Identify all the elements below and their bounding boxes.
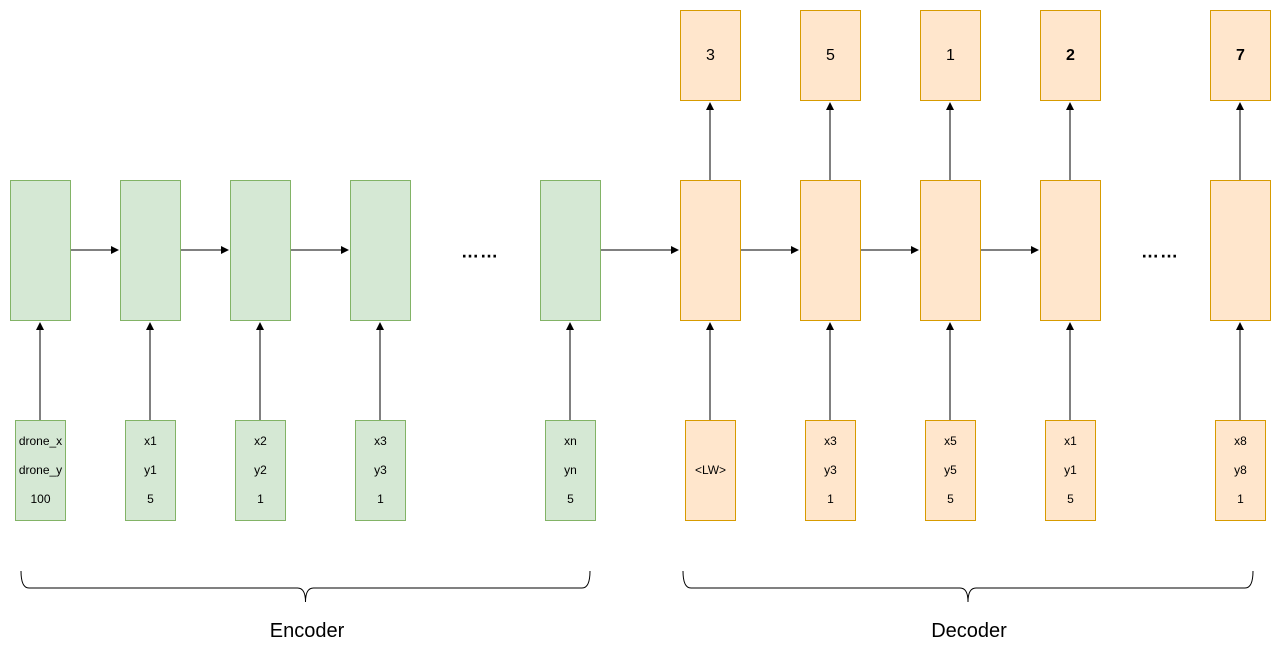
decoder-input-1-line-1: <LW> xyxy=(694,463,727,477)
decoder-input-1: <LW> xyxy=(685,420,736,521)
decoder-input-n-line-1: x8 xyxy=(1234,434,1247,448)
encoder-input-4-line-1: x3 xyxy=(374,434,387,448)
decoder-output-n: 7 xyxy=(1210,10,1271,101)
decoder-input-4: x1 y1 5 xyxy=(1045,420,1096,521)
decoder-output-3: 1 xyxy=(920,10,981,101)
encoder-cell-3 xyxy=(230,180,291,321)
encoder-brace xyxy=(20,570,591,603)
encoder-cell-4 xyxy=(350,180,411,321)
encoder-label: Encoder xyxy=(269,620,345,642)
decoder-input-4-line-2: y1 xyxy=(1064,463,1077,477)
decoder-input-3-line-1: x5 xyxy=(944,434,957,448)
decoder-input-3: x5 y5 5 xyxy=(925,420,976,521)
decoder-output-3-value: 1 xyxy=(946,46,955,64)
encoder-input-1-line-2: drone_y xyxy=(18,463,63,477)
encoder-input-1: drone_x drone_y 100 xyxy=(15,420,66,521)
encoder-input-2-line-1: x1 xyxy=(144,434,157,448)
decoder-output-n-value: 7 xyxy=(1236,46,1245,64)
decoder-input-2: x3 y3 1 xyxy=(805,420,856,521)
decoder-cell-1 xyxy=(680,180,741,321)
encoder-input-n-line-3: 5 xyxy=(567,492,574,506)
encoder-ellipsis: …… xyxy=(461,241,499,262)
decoder-output-4-value: 2 xyxy=(1066,46,1075,64)
encoder-cell-n xyxy=(540,180,601,321)
decoder-cell-4 xyxy=(1040,180,1101,321)
encoder-input-3: x2 y2 1 xyxy=(235,420,286,521)
encoder-input-2: x1 y1 5 xyxy=(125,420,176,521)
encoder-input-4-line-3: 1 xyxy=(377,492,384,506)
encoder-input-1-line-1: drone_x xyxy=(18,434,63,448)
decoder-input-3-line-3: 5 xyxy=(947,492,954,506)
encoder-input-n-line-2: yn xyxy=(564,463,577,477)
decoder-cell-2 xyxy=(800,180,861,321)
decoder-input-2-line-3: 1 xyxy=(827,492,834,506)
decoder-input-4-line-3: 5 xyxy=(1067,492,1074,506)
encoder-input-n-line-1: xn xyxy=(564,434,577,448)
encoder-input-2-line-3: 5 xyxy=(147,492,154,506)
encoder-cell-1 xyxy=(10,180,71,321)
decoder-ellipsis: …… xyxy=(1141,241,1179,262)
encoder-input-2-line-2: y1 xyxy=(144,463,157,477)
encoder-input-n: xn yn 5 xyxy=(545,420,596,521)
decoder-output-1: 3 xyxy=(680,10,741,101)
encoder-input-3-line-3: 1 xyxy=(257,492,264,506)
decoder-input-n: x8 y8 1 xyxy=(1215,420,1266,521)
encoder-input-3-line-1: x2 xyxy=(254,434,267,448)
decoder-input-n-line-2: y8 xyxy=(1234,463,1247,477)
decoder-output-1-value: 3 xyxy=(706,46,715,64)
encoder-input-1-line-3: 100 xyxy=(30,492,51,506)
decoder-output-4: 2 xyxy=(1040,10,1101,101)
decoder-input-3-line-2: y5 xyxy=(944,463,957,477)
decoder-output-2-value: 5 xyxy=(826,46,835,64)
encoder-input-4: x3 y3 1 xyxy=(355,420,406,521)
decoder-input-4-line-1: x1 xyxy=(1064,434,1077,448)
decoder-cell-3 xyxy=(920,180,981,321)
encoder-input-3-line-2: y2 xyxy=(254,463,267,477)
encoder-cell-2 xyxy=(120,180,181,321)
decoder-output-2: 5 xyxy=(800,10,861,101)
decoder-cell-n xyxy=(1210,180,1271,321)
decoder-input-2-line-1: x3 xyxy=(824,434,837,448)
decoder-brace xyxy=(682,570,1254,603)
decoder-input-2-line-2: y3 xyxy=(824,463,837,477)
encoder-input-4-line-2: y3 xyxy=(374,463,387,477)
decoder-label: Decoder xyxy=(931,620,1007,642)
decoder-input-n-line-3: 1 xyxy=(1237,492,1244,506)
